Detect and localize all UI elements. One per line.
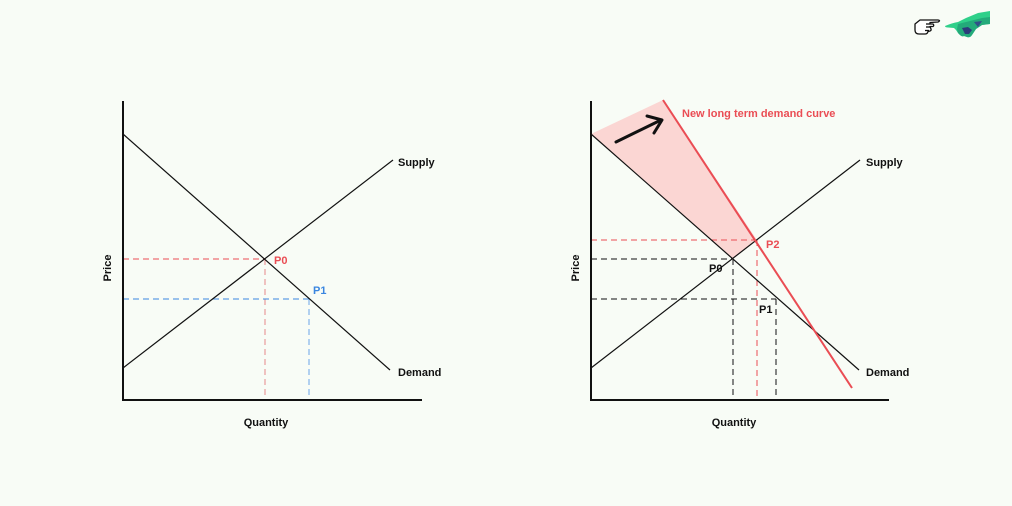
supply-label: Supply — [866, 157, 904, 169]
robot-hand-icon — [945, 11, 990, 38]
new-long-term-demand-curve — [662, 99, 853, 389]
left-chart: Supply Demand P0 P1 Quantity Price — [102, 101, 441, 429]
supply-label: Supply — [398, 157, 436, 169]
y-axis-label: Price — [102, 255, 114, 282]
demand-shift-shade — [591, 100, 757, 259]
new-curve-label: New long term demand curve — [682, 108, 835, 120]
pointing-hands-icon — [914, 11, 990, 38]
supply-curve — [590, 159, 861, 369]
demand-curve — [122, 133, 391, 371]
shift-arrow-icon — [614, 114, 664, 144]
p1-label: P1 — [313, 285, 326, 297]
demand-curve — [590, 133, 860, 371]
demand-label: Demand — [398, 367, 441, 379]
x-axis-label: Quantity — [712, 417, 757, 429]
p0-label: P0 — [709, 263, 722, 275]
p0-label: P0 — [274, 255, 287, 267]
demand-label: Demand — [866, 367, 909, 379]
pointing-hand-icon — [914, 19, 941, 35]
x-axis-label: Quantity — [244, 417, 289, 429]
p1-label: P1 — [759, 304, 772, 316]
supply-curve — [122, 159, 394, 369]
right-chart: New long term demand curve Supply Demand… — [570, 99, 909, 429]
y-axis-label: Price — [570, 255, 582, 282]
p2-label: P2 — [766, 239, 779, 251]
